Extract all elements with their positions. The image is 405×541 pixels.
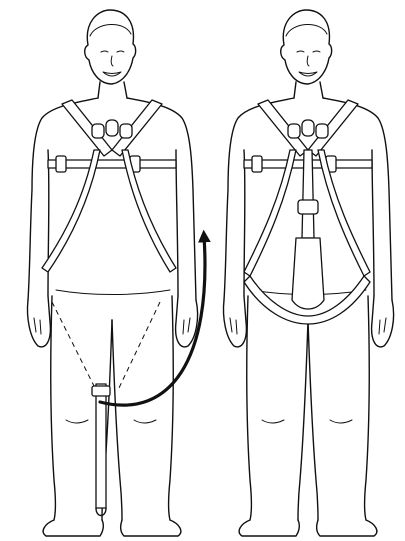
center-buckle xyxy=(298,200,318,214)
harness-right xyxy=(244,100,372,324)
dring-center xyxy=(106,120,118,136)
dring-center xyxy=(302,120,314,136)
figure-left xyxy=(27,10,197,536)
figure-right xyxy=(223,10,393,536)
dring-right xyxy=(316,124,328,138)
harness-left xyxy=(42,100,176,516)
dring-left xyxy=(92,124,104,138)
leg-strap-guide-right xyxy=(118,302,160,390)
leg-buckle xyxy=(92,386,110,396)
chest-buckle-left xyxy=(252,156,262,172)
chest-buckle-left xyxy=(56,156,66,172)
center-strap xyxy=(302,150,314,238)
body-strap-right xyxy=(318,150,370,276)
strap-tip xyxy=(96,508,106,516)
chest-strap xyxy=(48,160,176,168)
dring-right xyxy=(120,124,132,138)
leg-strap-guide-left xyxy=(52,302,96,390)
dring-left xyxy=(288,124,300,138)
strap-pouch xyxy=(292,238,324,309)
person-outline-left xyxy=(27,10,197,536)
